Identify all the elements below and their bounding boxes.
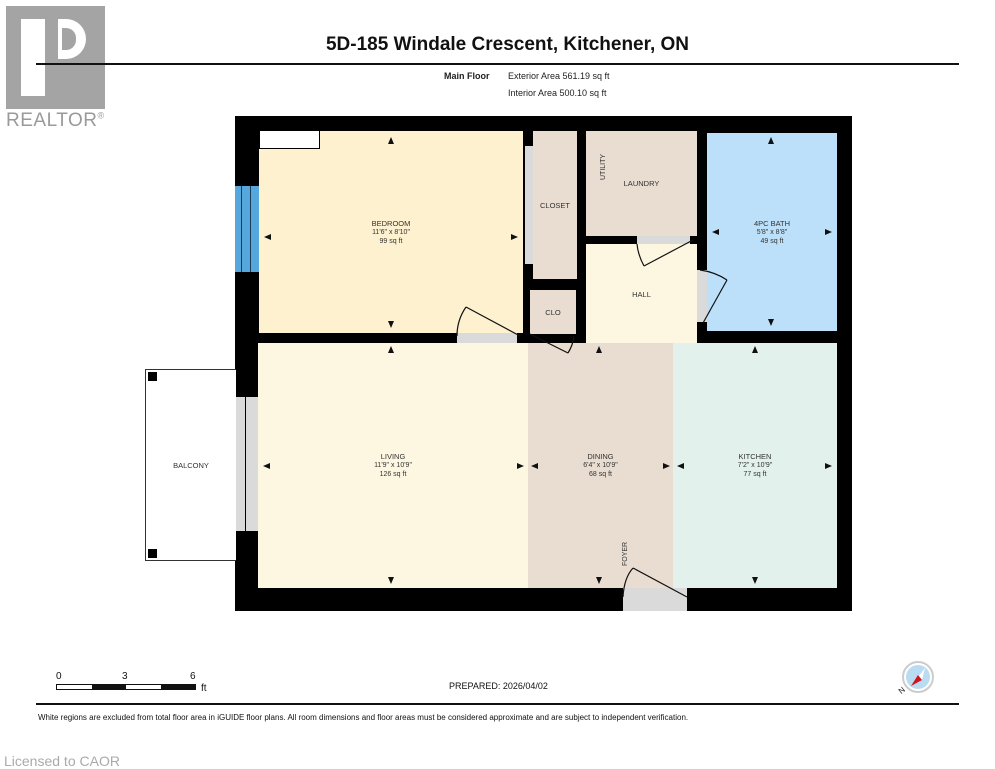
room-4pc-bath: 4PC BATH 5'8" x 8'8" 49 sq ft — [707, 133, 837, 331]
room-kitchen: KITCHEN 7'2" x 10'9" 77 sq ft — [673, 343, 837, 588]
room-label: LAUNDRY — [623, 179, 660, 188]
room-clo: CLO — [530, 290, 576, 334]
window-line — [241, 186, 242, 272]
room-dimensions: 7'2" x 10'9" — [737, 462, 773, 469]
room-label: CLO — [545, 307, 561, 317]
balcony-post — [148, 372, 157, 381]
room-dining: DINING 6'4" x 10'9" 68 sq ft — [528, 343, 673, 588]
laundry-door-opening — [637, 236, 690, 244]
room-dimensions: 5'8" x 8'8" — [756, 228, 788, 236]
floor-label: Main Floor — [444, 71, 490, 81]
page-title: 5D-185 Windale Crescent, Kitchener, ON — [325, 34, 690, 55]
interior-area: Interior Area 500.10 sq ft — [508, 88, 607, 98]
room-area: 49 sq ft — [760, 237, 784, 245]
room-label: BALCONY — [173, 460, 209, 470]
entry-door-opening — [623, 588, 687, 611]
room-dimensions: 11'6" x 8'10" — [372, 228, 410, 236]
exterior-area: Exterior Area 561.19 sq ft — [508, 71, 610, 81]
room-dimensions: 11'9" x 10'9" — [374, 462, 412, 469]
footer-divider — [36, 703, 959, 705]
balcony-door-line — [245, 397, 246, 531]
hall-opening — [586, 334, 673, 343]
room-label: BEDROOM — [371, 218, 411, 228]
room-living: LIVING 11'9" x 10'9" 126 sq ft — [258, 343, 528, 588]
bath-door-opening — [697, 270, 707, 322]
room-label: LIVING — [380, 452, 406, 461]
scale-unit: ft — [201, 683, 207, 694]
window-line — [250, 186, 251, 272]
prepared-date: PREPARED: 2026/04/02 — [449, 681, 548, 691]
realtor-r-icon-inner — [62, 28, 76, 50]
disclaimer: White regions are excluded from total fl… — [38, 713, 689, 722]
room-bedroom: BEDROOM 11'6" x 8'10" 99 sq ft — [259, 131, 523, 333]
room-area: 126 sq ft — [379, 471, 407, 478]
bedroom-excluded-notch — [259, 131, 320, 149]
scale-tick-3: 3 — [122, 671, 128, 682]
realtor-r-icon — [21, 19, 45, 96]
room-closet: CLOSET — [533, 131, 577, 279]
room-balcony: BALCONY — [145, 369, 236, 561]
balcony-post — [148, 549, 157, 558]
scale-tick-6: 6 — [190, 671, 196, 682]
room-label: HALL — [632, 289, 651, 299]
room-label: 4PC BATH — [753, 218, 791, 228]
room-area: 68 sq ft — [589, 471, 612, 478]
room-label: KITCHEN — [738, 452, 772, 461]
room-area: 77 sq ft — [743, 471, 767, 478]
room-label: DINING — [587, 452, 614, 461]
realtor-wordmark: REALTOR® — [6, 110, 105, 131]
bedroom-window — [235, 186, 259, 272]
compass-icon — [902, 661, 934, 693]
room-area: 99 sq ft — [379, 237, 403, 245]
title-divider — [36, 63, 959, 65]
bedroom-door-opening — [457, 333, 517, 343]
room-label: CLOSET — [539, 200, 570, 210]
scale-tick-0: 0 — [56, 671, 62, 682]
balcony-door-opening — [235, 397, 258, 531]
room-laundry: LAUNDRY — [586, 131, 697, 236]
scale-bar — [56, 684, 196, 690]
closet-sliding-door — [524, 146, 533, 264]
room-dimensions: 6'4" x 10'9" — [583, 462, 618, 469]
license-watermark: Licensed to CAOR — [4, 753, 120, 769]
